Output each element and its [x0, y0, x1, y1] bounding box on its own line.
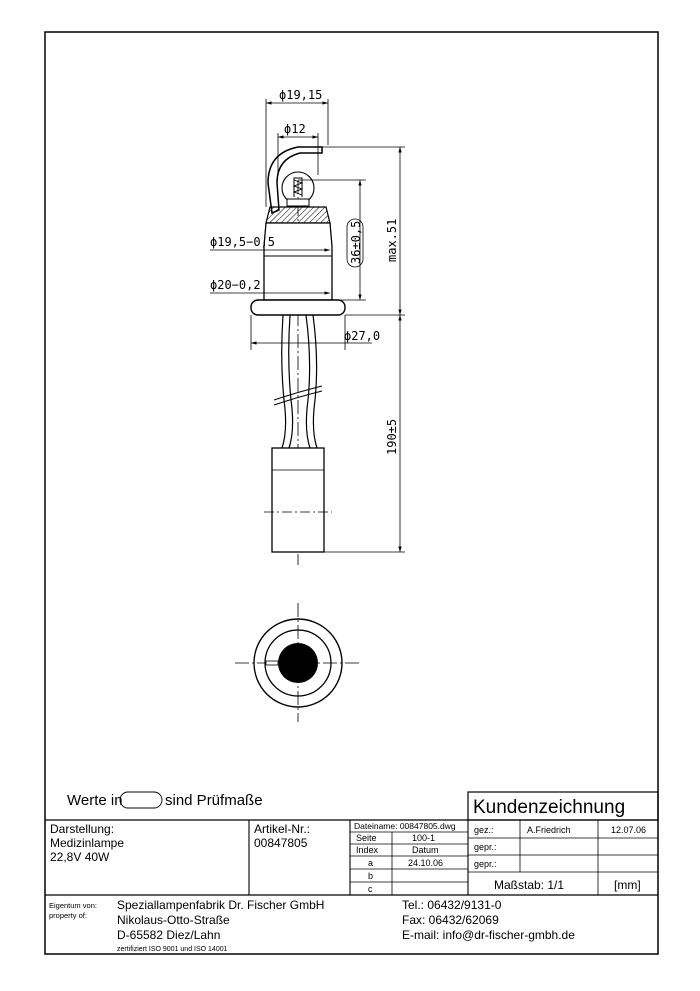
darstellung-line1: Medizinlampe [50, 836, 124, 850]
seite-label: Seite [356, 833, 377, 843]
index-a: a [368, 858, 373, 868]
title-block-text: Kundenzeichnung Darstellung: Medizinlamp… [49, 797, 646, 953]
gepr1-label: gepr.: [474, 842, 497, 852]
unit: [mm] [614, 878, 641, 892]
massstab: Maßstab: 1/1 [494, 878, 564, 892]
contact-email: E-mail: info@dr-fischer-gmbh.de [402, 928, 575, 942]
dim-d-top-inner: ϕ12 [284, 122, 306, 136]
flange [250, 299, 346, 316]
owner-company: Speziallampenfabrik Dr. Fischer GmbH [117, 898, 324, 912]
seite-value: 100-1 [412, 833, 435, 843]
dim-d-body: ϕ19,5−0,5 [210, 235, 275, 249]
dimension-lines [210, 99, 405, 553]
dim-l-cable: 190±5 [385, 419, 399, 455]
owner-city: D-65582 Diez/Lahn [117, 928, 220, 942]
gez-name: A.Friedrich [527, 825, 571, 835]
flange-circle [253, 618, 343, 708]
seal [265, 206, 331, 224]
datum-label: Datum [412, 845, 439, 855]
owner-iso: zertifiziert ISO 9001 und ISO 14001 [117, 946, 228, 953]
gepr2-label: gepr.: [474, 859, 497, 869]
sheet-border [44, 31, 659, 955]
lamp-side-view [250, 146, 346, 565]
body-circle [264, 629, 332, 697]
index-c: c [368, 884, 373, 894]
reflector [267, 146, 323, 215]
gez-date: 12.07.06 [611, 825, 646, 835]
gez-label: gez.: [474, 825, 494, 835]
index-label: Index [356, 845, 379, 855]
contact-fax: Fax: 06432/62069 [402, 913, 499, 927]
owner-street: Nikolaus-Otto-Straße [117, 913, 230, 927]
title-block [45, 791, 659, 896]
dim-d-base: ϕ20−0,2 [210, 278, 261, 292]
werte-suffix: sind Prüfmaße [165, 792, 263, 809]
owner-label2: property of: [49, 911, 87, 920]
darstellung-label: Darstellung: [50, 822, 114, 836]
werte-note: Werte in sind Prüfmaße [67, 791, 263, 809]
dim-h-36: 36±0,5 [349, 221, 363, 264]
werte-prefix: Werte in [67, 792, 123, 809]
drawing-title: Kundenzeichnung [473, 797, 625, 818]
datum-a: 24.10.06 [408, 858, 443, 868]
contact-tel: Tel.: 06432/9131-0 [402, 898, 502, 912]
dim-h-max: max.51 [385, 219, 399, 262]
pruefmass-symbol [119, 791, 163, 809]
index-b: b [368, 871, 373, 881]
dim-d-top-outer: ϕ19,15 [279, 88, 322, 102]
owner-label1: Eigentum von: [49, 901, 97, 910]
artikel-label: Artikel-Nr.: [254, 822, 310, 836]
darstellung-line2: 22,8V 40W [50, 850, 110, 864]
socket-circle [278, 643, 318, 683]
connector-sleeve [271, 447, 325, 553]
dateiname: Dateiname: 00847805.dwg [354, 821, 456, 831]
artikel-value: 00847805 [254, 836, 308, 850]
lamp-bottom-view [235, 603, 362, 722]
dim-d-flange: ϕ27,0 [344, 329, 380, 343]
dimension-labels: ϕ19,15 ϕ12 ϕ19,5−0,5 ϕ20−0,2 ϕ27,0 36±0,… [210, 88, 399, 455]
